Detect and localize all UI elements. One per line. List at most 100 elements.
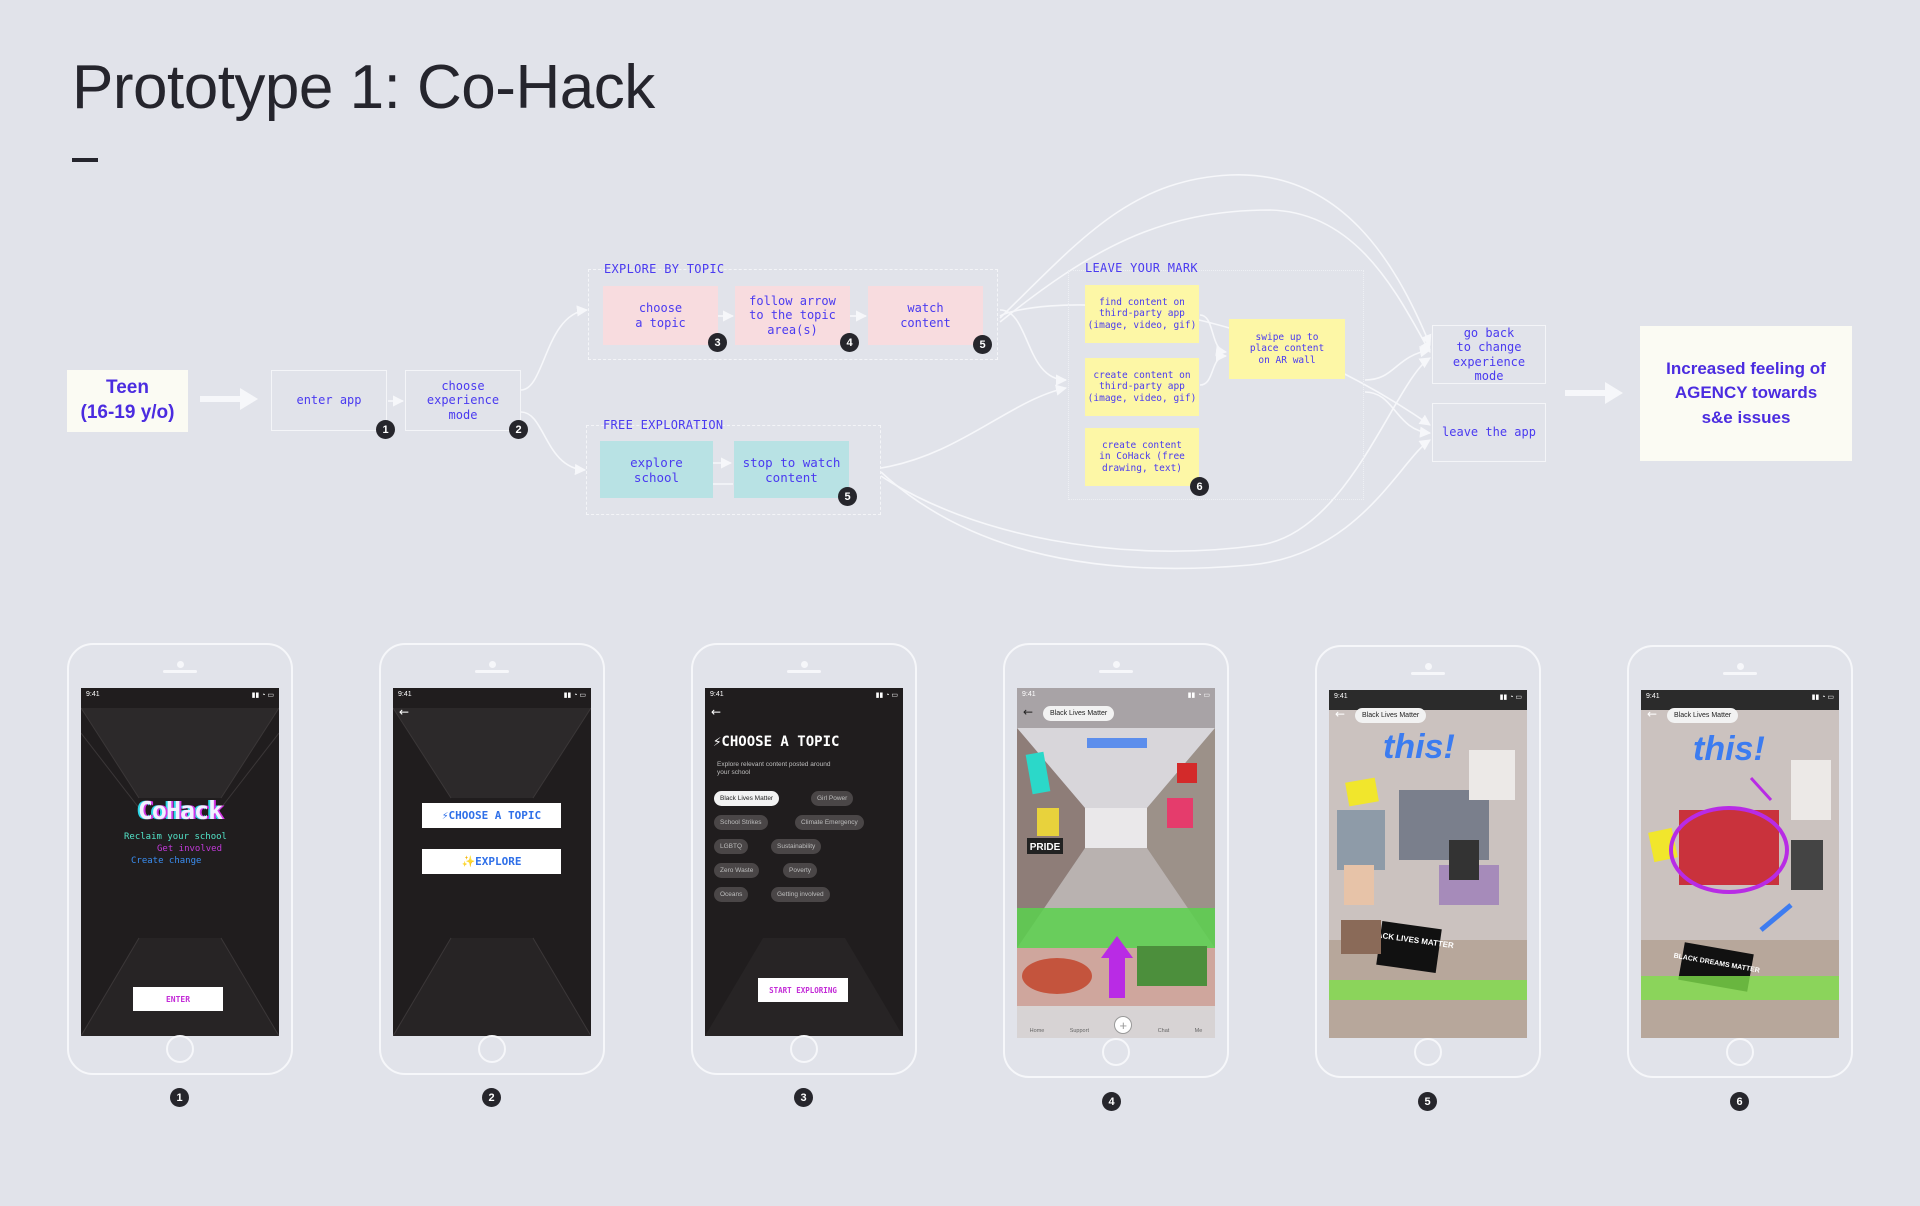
step-find-content: find content on third-party app (image, … <box>1085 285 1199 343</box>
phone-home-button <box>1414 1038 1442 1066</box>
phone-mockup-1: 9:41▮▮ ◔ ▭ CoHack Reclaim your school Ge… <box>67 643 293 1075</box>
step-leave-app: leave the app <box>1432 403 1546 462</box>
status-time: 9:41 <box>398 691 412 698</box>
status-bar: 9:41▮▮ ◔ ▭ <box>1017 688 1215 702</box>
chip-lgbtq[interactable]: LGBTQ <box>714 839 749 854</box>
phone-home-button <box>790 1035 818 1063</box>
status-time: 9:41 <box>710 691 724 698</box>
choose-topic-button[interactable]: ⚡CHOOSE A TOPIC <box>422 803 561 828</box>
ar-wall-collage: BLACK LIVES MATTER this! <box>1329 690 1527 1038</box>
chip-girl-power[interactable]: Girl Power <box>811 791 854 806</box>
phone-speaker <box>1099 670 1133 673</box>
group-leave-your-mark <box>1068 270 1364 500</box>
step-badge-1: 1 <box>376 420 395 439</box>
nav-support[interactable]: Support <box>1069 1028 1089 1034</box>
phone-speaker <box>1723 672 1757 675</box>
step-explore-school: explore school <box>600 441 713 498</box>
phone-camera <box>1425 663 1432 670</box>
phone-speaker <box>1411 672 1445 675</box>
step-enter-app-label: enter app <box>296 393 362 408</box>
chip-black-lives-matter[interactable]: Black Lives Matter <box>714 791 780 806</box>
chip-oceans[interactable]: Oceans <box>714 887 749 902</box>
status-time: 9:41 <box>1646 693 1660 700</box>
app-logo: CoHack <box>137 796 223 825</box>
step-enter-app: enter app <box>271 370 387 431</box>
bottom-nav: Home Support + Chat Me <box>1017 1008 1215 1038</box>
phone-mockup-5: BLACK LIVES MATTER this! 9:41 ▮▮ ◔ ▭ ← Bl… <box>1315 645 1541 1078</box>
ar-sticker-this: this! <box>1383 728 1455 766</box>
screen-welcome: 9:41▮▮ ◔ ▭ CoHack Reclaim your school Ge… <box>81 688 279 1036</box>
status-time: 9:41 <box>1334 693 1348 700</box>
ar-hallway-scene: PRIDE <box>1017 688 1215 1038</box>
status-time: 9:41 <box>86 691 100 698</box>
step-choose-topic-label: choose a topic <box>635 301 686 330</box>
phone-home-button <box>478 1035 506 1063</box>
step-badge-3: 3 <box>708 333 727 352</box>
start-exploring-button[interactable]: START EXPLORING <box>758 978 848 1002</box>
add-content-icon[interactable]: + <box>1114 1016 1133 1034</box>
chip-getting-involved[interactable]: Getting involved <box>771 887 830 902</box>
phone-camera <box>1113 661 1120 668</box>
status-icons: ▮▮ ◔ ▭ <box>563 692 586 699</box>
group-explore-by-topic-label: EXPLORE BY TOPIC <box>604 262 725 276</box>
phone-number-5: 5 <box>1418 1092 1437 1111</box>
topic-pill[interactable]: Black Lives Matter <box>1667 708 1739 723</box>
phone-mockup-4: PRIDE 9:41▮▮ ◔ ▭ ← Black Lives Matter Ho… <box>1003 643 1229 1078</box>
back-arrow-icon[interactable]: ← <box>1023 705 1034 719</box>
topic-pill[interactable]: Black Lives Matter <box>1043 706 1115 721</box>
enter-button[interactable]: ENTER <box>133 987 223 1011</box>
step-badge-4: 4 <box>840 333 859 352</box>
step-swipe-up: swipe up to place content on AR wall <box>1229 319 1345 379</box>
phone-number-4: 4 <box>1102 1092 1121 1111</box>
chip-school-strikes[interactable]: School Strikes <box>714 815 768 830</box>
ar-sticker-pride: PRIDE <box>1030 842 1061 853</box>
screen-ar-hallway: PRIDE 9:41▮▮ ◔ ▭ ← Black Lives Matter Ho… <box>1017 688 1215 1038</box>
chip-poverty[interactable]: Poverty <box>783 863 818 878</box>
nav-me[interactable]: Me <box>1194 1028 1203 1034</box>
screen-title: ⚡CHOOSE A TOPIC <box>713 734 840 750</box>
back-arrow-icon[interactable]: ← <box>711 705 722 719</box>
step-badge-5b: 5 <box>838 487 857 506</box>
ar-drawing-collage: BLACK DREAMS MATTER this! <box>1641 690 1839 1038</box>
phone-speaker <box>475 670 509 673</box>
tagline-reclaim: Reclaim your school <box>124 832 227 842</box>
page-title: Prototype 1: Co-Hack <box>72 53 655 122</box>
phone-camera <box>177 661 184 668</box>
chip-climate-emergency[interactable]: Climate Emergency <box>795 815 864 830</box>
group-free-exploration-label: FREE EXPLORATION <box>603 418 724 432</box>
chip-zero-waste[interactable]: Zero Waste <box>714 863 760 878</box>
phone-mockup-2: 9:41 ▮▮ ◔ ▭ ← ⚡CHOOSE A TOPIC ✨EXPLORE <box>379 643 605 1075</box>
tagline-involved: Get involved <box>157 844 223 854</box>
chip-sustainability[interactable]: Sustainability <box>771 839 822 854</box>
outcome-arrow-icon <box>1565 382 1623 404</box>
group-free-exploration <box>586 425 881 515</box>
flow-connectors <box>388 174 1432 570</box>
step-badge-6: 6 <box>1190 477 1209 496</box>
phone-home-button <box>166 1035 194 1063</box>
step-create-cohack-label: create content in CoHack (free drawing, … <box>1099 439 1185 474</box>
status-icons: ▮▮ ◔ ▭ <box>1499 694 1522 701</box>
outcome-label: Increased feeling of AGENCY towards s&e … <box>1666 358 1826 427</box>
screen-choose-topic: 9:41▮▮ ◔ ▭ ← ⚡CHOOSE A TOPIC Explore rel… <box>705 688 903 1036</box>
screen-ar-wall: BLACK LIVES MATTER this! 9:41 ▮▮ ◔ ▭ ← Bl… <box>1329 690 1527 1038</box>
phone-speaker <box>787 670 821 673</box>
step-create-third-party-label: create content on third-party app (image… <box>1087 369 1197 404</box>
phone-camera <box>489 661 496 668</box>
step-choose-mode: choose experience mode <box>405 370 521 431</box>
nav-chat[interactable]: Chat <box>1157 1028 1170 1034</box>
nav-home[interactable]: Home <box>1029 1028 1045 1034</box>
step-badge-2: 2 <box>509 420 528 439</box>
step-watch-content-label: watch content <box>900 301 951 330</box>
back-arrow-icon[interactable]: ← <box>1335 707 1346 721</box>
screen-ar-drawing: BLACK DREAMS MATTER this! 9:41▮▮ ◔ ▭ ← B… <box>1641 690 1839 1038</box>
step-stop-to-watch-label: stop to watch content <box>742 454 841 485</box>
explore-button[interactable]: ✨EXPLORE <box>422 849 561 874</box>
status-time: 9:41 <box>1022 691 1036 698</box>
topic-pill[interactable]: Black Lives Matter <box>1355 708 1427 723</box>
screen-subtitle: Explore relevant content posted around y… <box>717 761 831 777</box>
step-create-third-party: create content on third-party app (image… <box>1085 358 1199 416</box>
status-bar: 9:41▮▮ ◔ ▭ <box>705 688 903 702</box>
phone-home-button <box>1102 1038 1130 1066</box>
back-arrow-icon[interactable]: ← <box>1647 707 1658 721</box>
back-arrow-icon[interactable]: ← <box>399 705 410 719</box>
